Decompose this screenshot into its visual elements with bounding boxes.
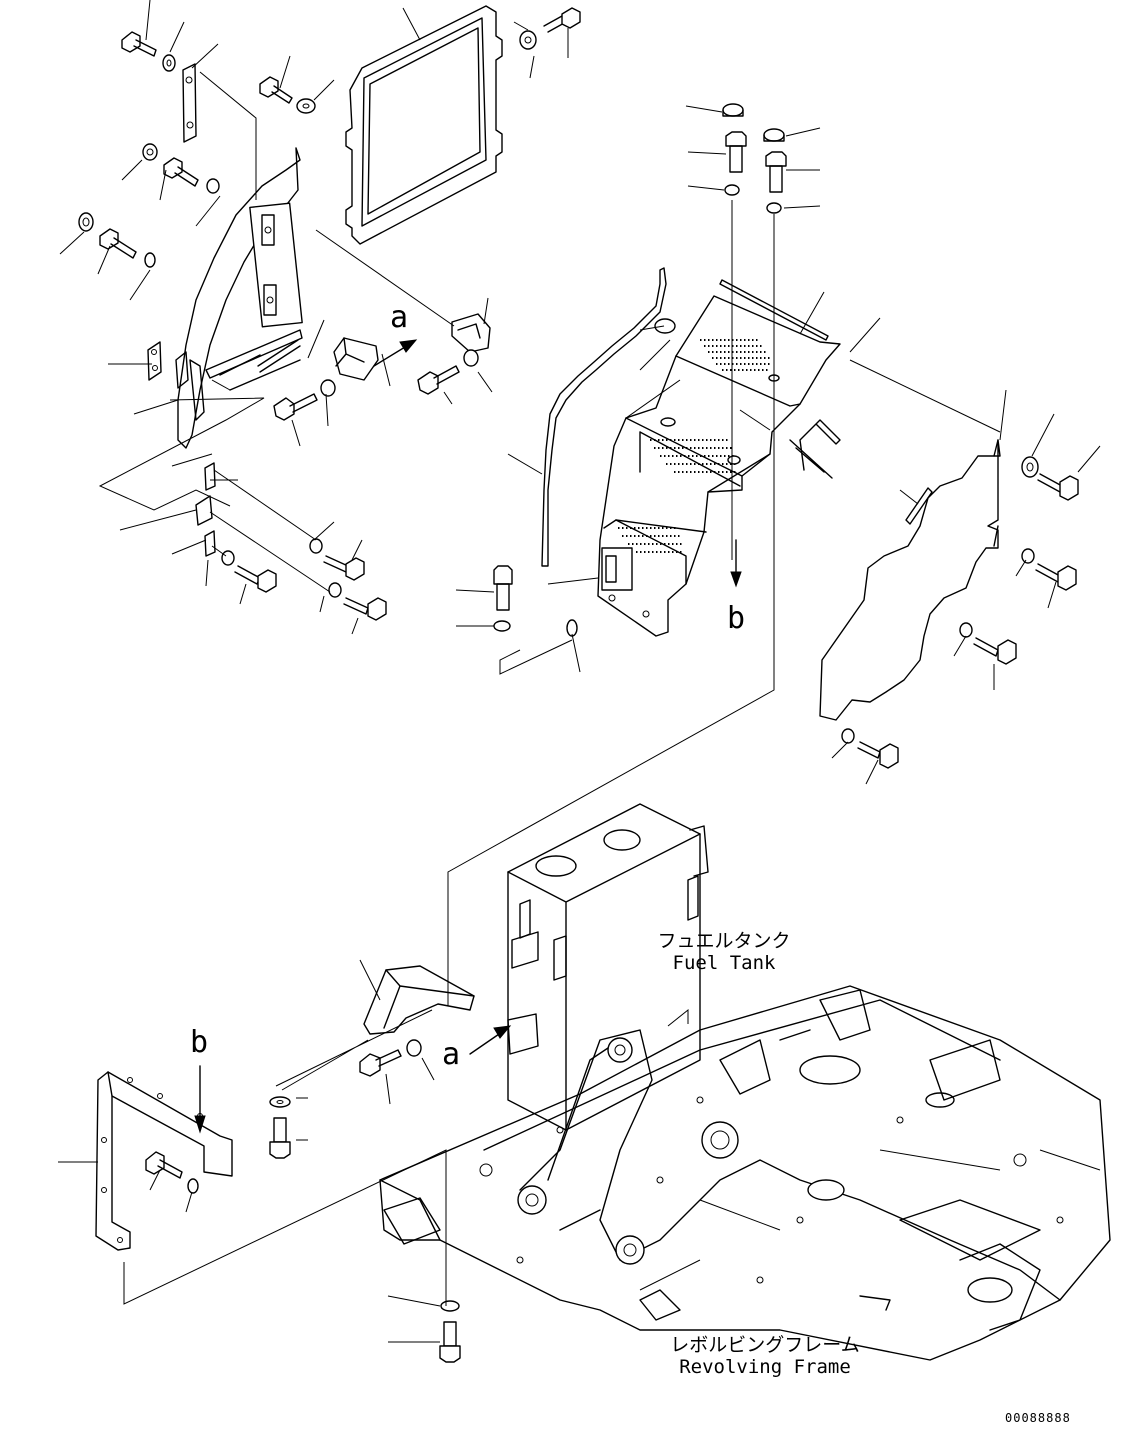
- bolt: [323, 555, 365, 581]
- bolt: [359, 1049, 402, 1077]
- clip: [195, 462, 216, 557]
- reference-label-a-lower: a: [442, 1037, 461, 1072]
- rubber-strip: [719, 279, 841, 479]
- cover-hinge-strip: [182, 63, 197, 143]
- bolt: [543, 7, 581, 33]
- nut: [78, 212, 94, 232]
- bolt: [725, 131, 747, 173]
- washer: [519, 30, 537, 50]
- reference-label-a-upper: a: [390, 300, 409, 335]
- cap: [763, 128, 785, 142]
- arrow-b-upper: [730, 539, 742, 588]
- bolt: [99, 228, 137, 259]
- bracket-a: [333, 313, 491, 381]
- leader-lines: [58, 0, 1101, 1343]
- frame-bolt-holes: [479, 1096, 1064, 1284]
- reference-label-b-upper: b: [727, 601, 746, 636]
- washer: [328, 582, 342, 598]
- side-plate-right: [819, 439, 1001, 721]
- washer: [959, 622, 973, 638]
- arrow-a-lower: [469, 1025, 512, 1055]
- revolving-frame-caption-ja: レボルビングフレーム: [670, 1334, 860, 1356]
- fuel-tank-caption-ja: フュエルタンク: [657, 930, 791, 952]
- assembly-lines: [98, 71, 1001, 1306]
- reference-label-b-lower: b: [190, 1025, 209, 1060]
- washer: [724, 184, 740, 196]
- fuel-tank-step-cover: [597, 295, 841, 637]
- bolt: [973, 637, 1017, 665]
- washer: [841, 728, 855, 744]
- bolt: [343, 597, 387, 621]
- washer: [144, 252, 156, 268]
- bolt: [273, 393, 318, 421]
- washer: [162, 54, 176, 72]
- side-cover-left: [175, 147, 303, 449]
- washer: [320, 379, 336, 397]
- bolt: [234, 565, 277, 593]
- revolving-frame-caption-en: Revolving Frame: [679, 1356, 851, 1378]
- nut: [566, 619, 578, 637]
- cap: [654, 318, 676, 334]
- revolving-frame-caption: レボルビングフレーム Revolving Frame: [660, 1334, 870, 1378]
- arrow-b-lower: [194, 1065, 206, 1134]
- rear-panel: [345, 5, 503, 245]
- washer: [221, 550, 235, 566]
- washer: [766, 202, 782, 214]
- bolt: [1037, 473, 1079, 501]
- bolt: [259, 76, 293, 104]
- washer: [1021, 548, 1035, 564]
- latch-plate: [147, 341, 162, 381]
- bolt: [145, 1151, 183, 1179]
- washer: [206, 178, 220, 194]
- nut: [142, 143, 158, 161]
- washer: [463, 349, 479, 367]
- fuel-tank: [507, 803, 709, 1131]
- washer: [1021, 456, 1039, 478]
- washer: [493, 620, 511, 632]
- bolt: [163, 157, 199, 187]
- document-number: 00088888: [1005, 1411, 1071, 1425]
- bolt: [439, 1321, 461, 1363]
- arrow-a-upper: [373, 339, 418, 367]
- perforations: [618, 339, 770, 553]
- washer: [406, 1039, 422, 1057]
- bolt: [121, 31, 157, 57]
- revolving-frame: [379, 985, 1111, 1361]
- bolt: [1035, 563, 1077, 591]
- fuel-tank-caption-en: Fuel Tank: [672, 952, 776, 974]
- washer: [187, 1178, 199, 1194]
- bolt: [857, 741, 899, 769]
- tank-bracket: [363, 965, 475, 1035]
- bolt: [493, 565, 513, 611]
- seal-strip: [541, 267, 667, 567]
- washer: [309, 538, 323, 554]
- washer: [269, 1096, 291, 1108]
- washer: [440, 1300, 460, 1312]
- washer: [296, 98, 316, 114]
- bolt: [765, 151, 787, 193]
- fuel-tank-caption: フュエルタンク Fuel Tank: [654, 930, 794, 974]
- bolt: [269, 1117, 291, 1159]
- mounting-bracket: [95, 1071, 233, 1251]
- cap: [722, 103, 744, 117]
- bolt: [417, 365, 460, 395]
